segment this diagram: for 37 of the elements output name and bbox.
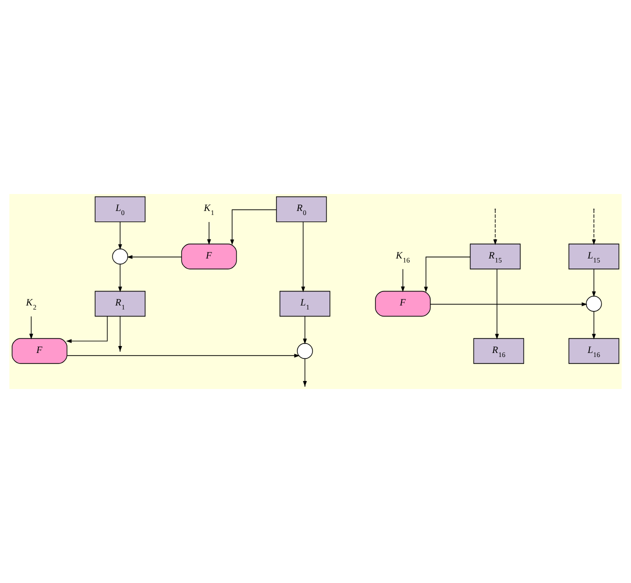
node-circle <box>586 296 602 312</box>
node-text: K$_{1}$ <box>204 203 214 218</box>
arrow <box>302 358 307 387</box>
arrow <box>592 311 596 340</box>
arrow <box>207 222 211 245</box>
arrow <box>301 221 306 292</box>
arrow <box>118 222 122 250</box>
node-box: L$_{0}$ <box>94 196 146 222</box>
arrow <box>424 256 471 292</box>
node-text: K$_{2}$ <box>26 298 36 312</box>
arrow <box>592 209 596 245</box>
node-box: R$_{16}$ <box>473 338 524 364</box>
node-box: F <box>12 338 68 364</box>
arrow <box>230 209 277 246</box>
arrow <box>302 316 307 344</box>
arrow <box>118 264 122 292</box>
node-box: L$_{16}$ <box>568 338 620 364</box>
node-box: R$_{1}$ <box>94 290 146 317</box>
arrow <box>66 316 108 344</box>
node-box: F <box>375 290 431 317</box>
arrow <box>118 316 122 352</box>
node-box: R$_{15}$ <box>470 244 521 270</box>
arrow <box>495 268 499 340</box>
arrow <box>493 209 498 245</box>
arrow <box>592 268 596 297</box>
node-box: L$_{1}$ <box>280 290 330 317</box>
arrow <box>29 316 34 340</box>
arrow <box>430 302 588 306</box>
arrow <box>66 354 300 358</box>
node-circle <box>296 343 313 359</box>
arrow <box>400 268 405 292</box>
node-circle <box>112 248 128 264</box>
node-box: F <box>181 244 237 270</box>
arrow <box>126 255 182 259</box>
node-box: R$_{0}$ <box>276 196 327 222</box>
node-text: K$_{16}$ <box>396 250 410 264</box>
node-box: L$_{15}$ <box>568 244 620 270</box>
